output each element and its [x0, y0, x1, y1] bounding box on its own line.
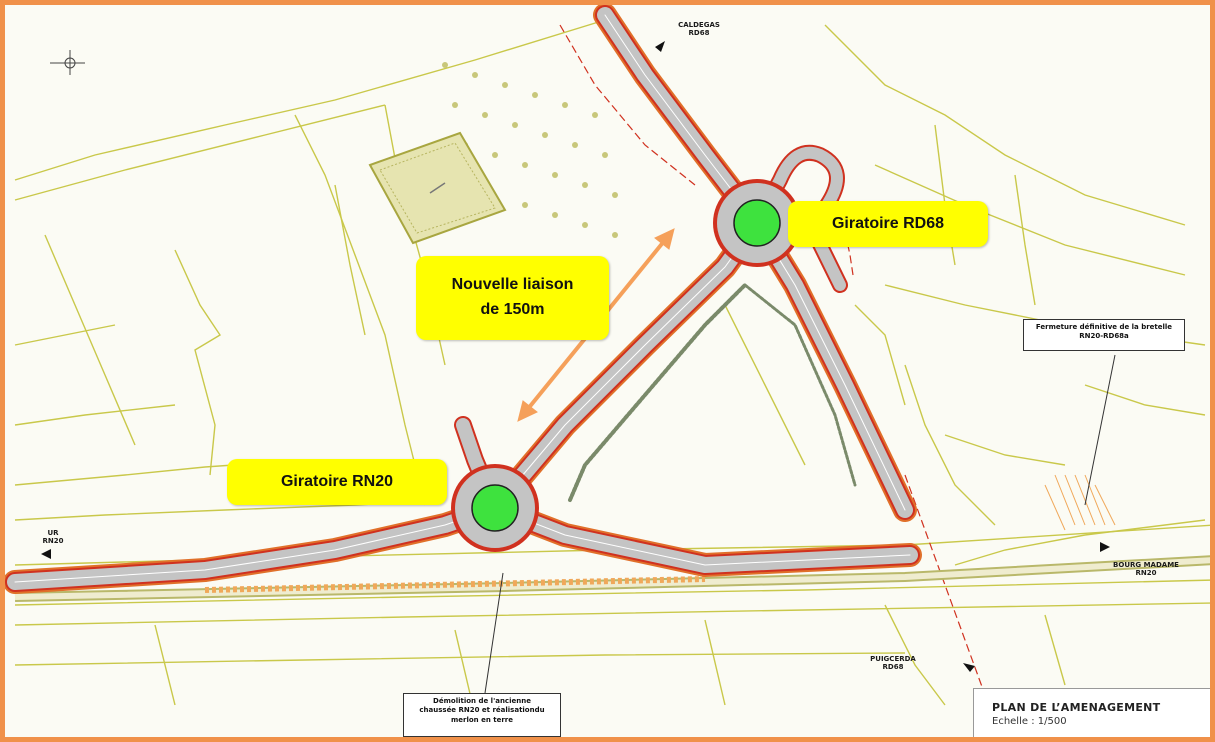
note-demolition-line3: merlon en terre: [450, 715, 514, 724]
note-demolition-line1: Démolition de l'ancienne: [433, 697, 531, 705]
callout-giratoire-rn20-text: Giratoire RN20: [280, 472, 394, 490]
note-fermeture-line1: Fermeture définitive de la bretelle: [1035, 323, 1173, 331]
note-fermeture-line2: RN20-RD68a: [1079, 332, 1129, 341]
label-bourg-madame: BOURG MADAME RN20: [1105, 561, 1187, 578]
callout-nouvelle-liaison: Nouvelle liaison de 150m: [416, 256, 609, 340]
plan-title-box: PLAN DE L’AMENAGEMENT Echelle : 1/500: [973, 688, 1210, 737]
callout-giratoire-rd68: Giratoire RD68: [788, 201, 988, 247]
site-plan-map: [5, 5, 1210, 737]
plan-scale: Echelle : 1/500: [992, 716, 1067, 727]
leader-lines: [484, 354, 1116, 694]
boundary-dashed: [559, 24, 986, 696]
label-caldegas: CALDEGAS RD68: [669, 21, 729, 38]
label-bourg-madame-line1: BOURG MADAME: [1113, 561, 1179, 569]
orchard-dots: [442, 62, 618, 238]
label-ur-line1: UR: [47, 529, 59, 537]
sports-field: [368, 131, 507, 245]
railway: [14, 555, 1210, 602]
callout-giratoire-rn20: Giratoire RN20: [227, 459, 447, 505]
callout-nouvelle-liaison-line2: de 150m: [480, 301, 545, 318]
note-demolition: Démolition de l'ancienne chaussée RN20 e…: [403, 693, 561, 737]
label-bourg-madame-line2: RN20: [1135, 569, 1157, 578]
plan-title: PLAN DE L’AMENAGEMENT: [992, 701, 1161, 714]
label-puigcerda: PUIGCERDA RD68: [863, 655, 923, 672]
label-puigcerda-line1: PUIGCERDA: [870, 655, 916, 663]
label-caldegas-line2: RD68: [688, 29, 710, 38]
label-caldegas-line1: CALDEGAS: [678, 21, 720, 29]
note-fermeture: Fermeture définitive de la bretelle RN20…: [1023, 319, 1185, 351]
callout-nouvelle-liaison-line1: Nouvelle liaison: [451, 276, 574, 294]
roundabout-rd68: [713, 179, 801, 267]
label-puigcerda-line2: RD68: [882, 663, 904, 672]
direction-arrows: [41, 41, 1110, 672]
callout-giratoire-rd68-text: Giratoire RD68: [831, 214, 945, 232]
north-symbol-icon: [50, 50, 85, 75]
roundabout-rn20: [451, 464, 539, 552]
label-ur: UR RN20: [35, 529, 71, 546]
note-demolition-line2: chaussée RN20 et réalisationdu: [419, 706, 545, 715]
closure-zone: [1044, 474, 1116, 531]
label-ur-line2: RN20: [42, 537, 64, 546]
